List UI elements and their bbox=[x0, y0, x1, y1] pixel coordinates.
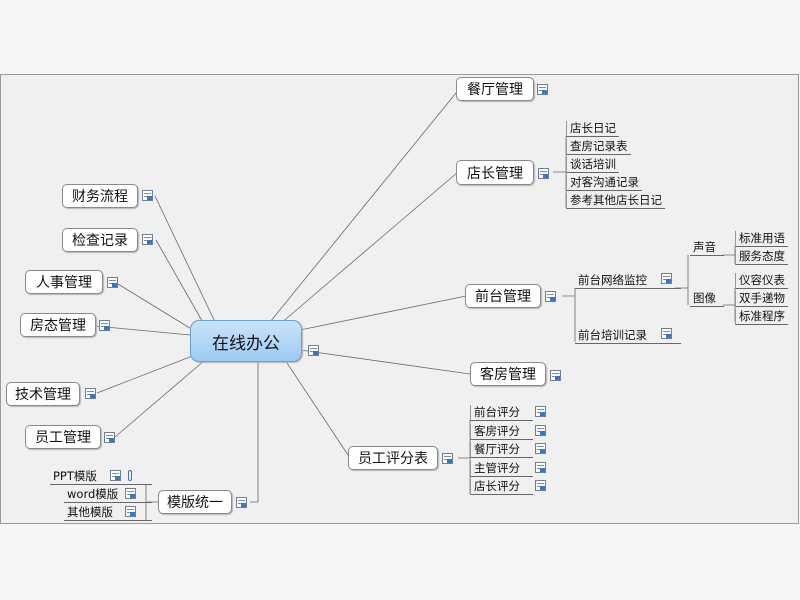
branch-moban[interactable]: 模版统一 bbox=[158, 490, 232, 514]
note-icon[interactable] bbox=[535, 406, 546, 417]
leaf-dianzhang-riji[interactable]: 店长日记 bbox=[566, 121, 619, 137]
note-icon[interactable] bbox=[538, 168, 549, 179]
branch-renshi[interactable]: 人事管理 bbox=[25, 270, 103, 294]
leaf-duike[interactable]: 对客沟通记录 bbox=[566, 175, 642, 191]
note-icon[interactable] bbox=[125, 488, 136, 499]
note-icon[interactable] bbox=[85, 388, 96, 399]
branch-jishu[interactable]: 技术管理 bbox=[6, 382, 80, 406]
leaf-tuxiang[interactable]: 图像 bbox=[690, 291, 724, 307]
branch-canting[interactable]: 餐厅管理 bbox=[456, 77, 534, 101]
note-icon[interactable] bbox=[545, 291, 556, 302]
note-icon[interactable] bbox=[661, 273, 672, 284]
leaf-cankao[interactable]: 参考其他店长日记 bbox=[566, 193, 665, 209]
paperclip-icon[interactable] bbox=[128, 470, 132, 481]
note-icon[interactable] bbox=[535, 462, 546, 473]
leaf-tanhua[interactable]: 谈话培训 bbox=[566, 157, 619, 173]
note-icon[interactable] bbox=[107, 277, 118, 288]
leaf-chafang[interactable]: 查房记录表 bbox=[566, 139, 631, 155]
leaf-word-moban[interactable]: word模版 bbox=[64, 487, 152, 503]
note-icon[interactable] bbox=[535, 443, 546, 454]
branch-caiwu[interactable]: 财务流程 bbox=[62, 184, 138, 208]
leaf-qiantai-wangluo[interactable]: 前台网络监控 bbox=[575, 273, 681, 289]
branch-dianzhang[interactable]: 店长管理 bbox=[456, 160, 534, 185]
note-icon[interactable] bbox=[110, 470, 121, 481]
leaf-fuwu-taidu[interactable]: 服务态度 bbox=[735, 249, 788, 265]
branch-jiancha[interactable]: 检查记录 bbox=[62, 228, 138, 252]
branch-yuangong[interactable]: 员工管理 bbox=[25, 425, 101, 449]
leaf-biaozhun-yongyu[interactable]: 标准用语 bbox=[735, 231, 788, 247]
note-icon[interactable] bbox=[99, 320, 110, 331]
leaf-zhuguan-pingfen[interactable]: 主管评分 bbox=[470, 461, 533, 477]
leaf-ppt-moban[interactable]: PPT模版 bbox=[50, 469, 152, 485]
leaf-shuangshou[interactable]: 双手递物 bbox=[735, 291, 788, 307]
branch-yuangong-pingfen[interactable]: 员工评分表 bbox=[348, 446, 438, 470]
center-topic[interactable]: 在线办公 bbox=[190, 320, 302, 362]
leaf-canting-pingfen[interactable]: 餐厅评分 bbox=[470, 442, 533, 458]
note-icon[interactable] bbox=[142, 190, 153, 201]
note-icon[interactable] bbox=[537, 84, 548, 95]
note-icon[interactable] bbox=[535, 425, 546, 436]
leaf-rongyi[interactable]: 仪容仪表 bbox=[735, 273, 788, 289]
note-icon[interactable] bbox=[442, 453, 453, 464]
leaf-kefang-pingfen[interactable]: 客房评分 bbox=[470, 424, 533, 440]
leaf-qiantai-peixun[interactable]: 前台培训记录 bbox=[575, 328, 681, 344]
note-icon[interactable] bbox=[308, 345, 319, 356]
leaf-shengyin[interactable]: 声音 bbox=[690, 240, 724, 256]
leaf-biaozhun-chengxu[interactable]: 标准程序 bbox=[735, 309, 788, 325]
leaf-qita-moban[interactable]: 其他模版 bbox=[64, 505, 152, 521]
leaf-dianzhang-pingfen[interactable]: 店长评分 bbox=[470, 479, 533, 495]
note-icon[interactable] bbox=[142, 234, 153, 245]
note-icon[interactable] bbox=[125, 506, 136, 517]
note-icon[interactable] bbox=[535, 480, 546, 491]
branch-fangtai[interactable]: 房态管理 bbox=[20, 313, 96, 337]
leaf-qiantai-pingfen[interactable]: 前台评分 bbox=[470, 405, 533, 421]
branch-qiantai[interactable]: 前台管理 bbox=[465, 284, 541, 308]
note-icon[interactable] bbox=[104, 432, 115, 443]
note-icon[interactable] bbox=[236, 497, 247, 508]
note-icon[interactable] bbox=[550, 370, 561, 381]
note-icon[interactable] bbox=[661, 328, 672, 339]
branch-kefang[interactable]: 客房管理 bbox=[470, 362, 546, 386]
